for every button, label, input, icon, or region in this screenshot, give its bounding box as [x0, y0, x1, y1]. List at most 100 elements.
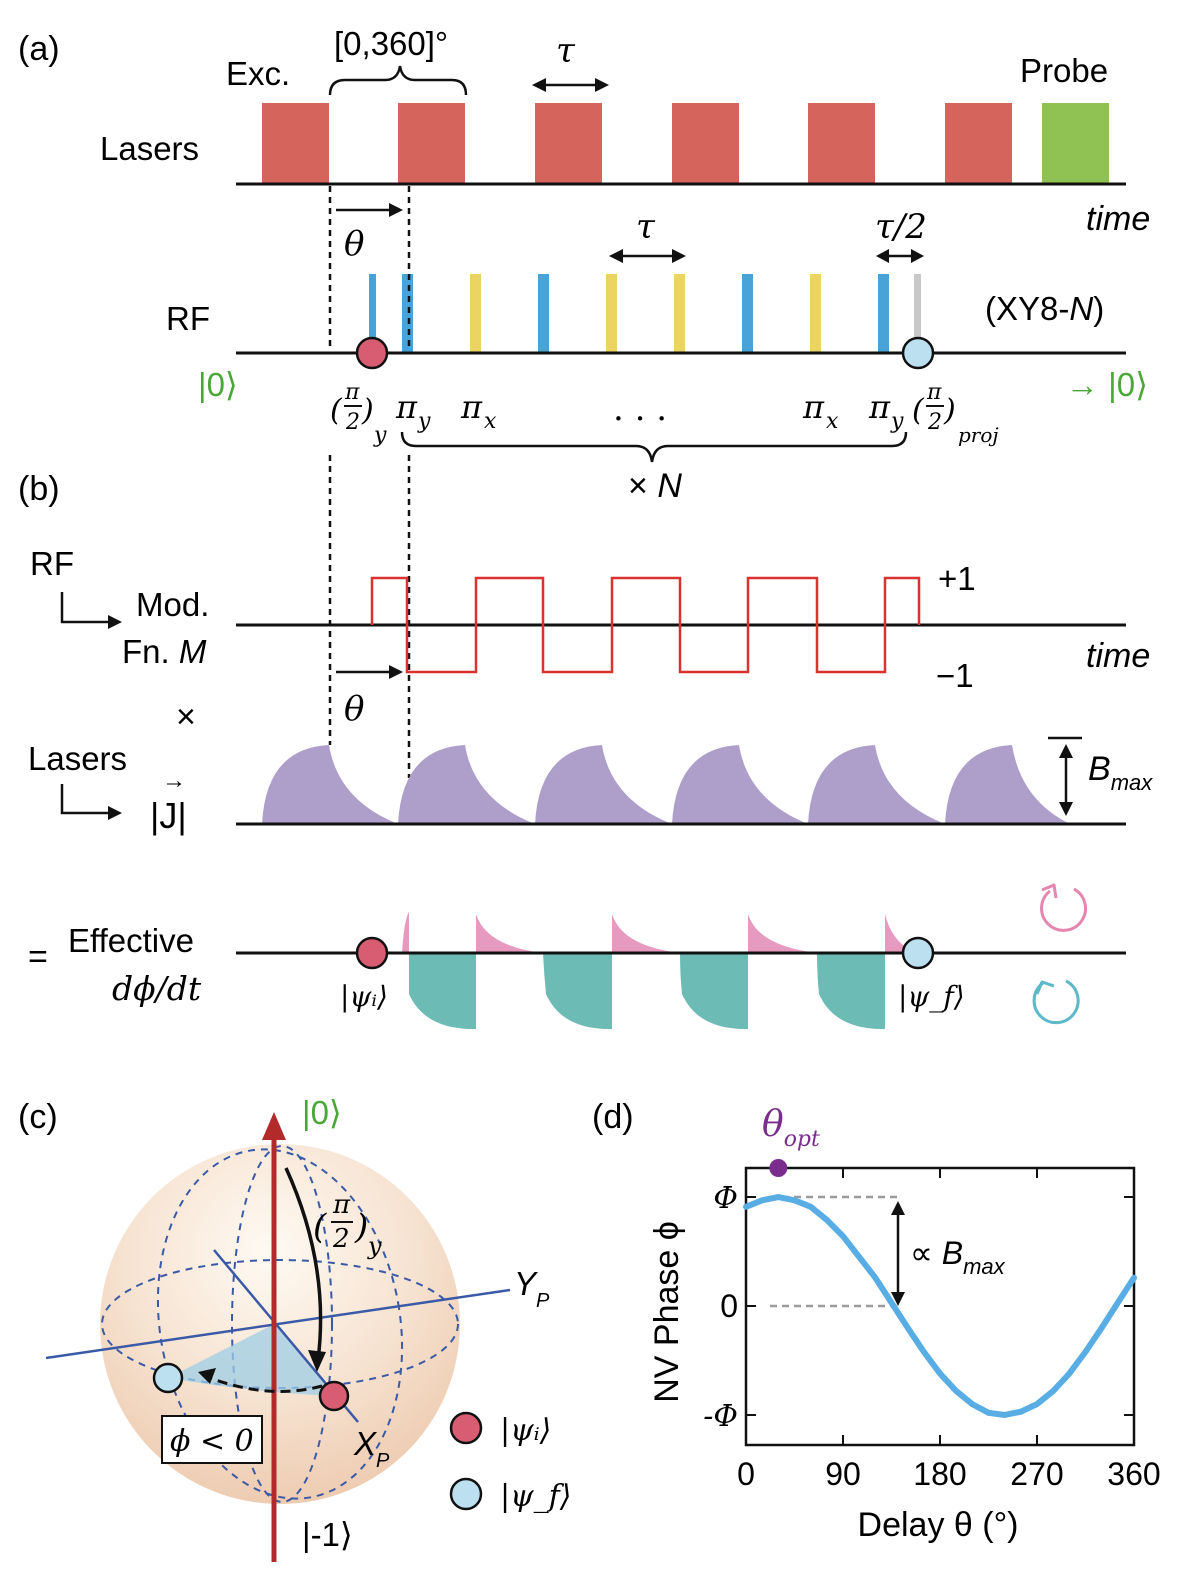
legend-psi-i-label: |ψᵢ⟩: [500, 1413, 551, 1448]
x-tick-label: 360: [1107, 1456, 1160, 1492]
tau-label-top: τ: [556, 31, 576, 71]
legend-psi-f-swatch: [449, 1477, 483, 1511]
phi-lt0-label: ϕ < 0: [170, 1424, 254, 1459]
y-tick-label: 0: [720, 1288, 738, 1324]
rf-pulse-half: [369, 274, 376, 353]
laser-intensity-pulse: [808, 745, 945, 824]
effective-label: Effective: [68, 922, 194, 959]
svg-text:2: 2: [345, 410, 360, 435]
mod-label: Mod.: [136, 586, 209, 623]
psi-f-marker-c: [152, 1362, 184, 1394]
x-tick-labels: 0 90 180 270 360: [737, 1456, 1161, 1492]
svg-text:y: y: [373, 423, 387, 448]
svg-text:y: y: [417, 409, 431, 434]
plot-reference-lines: [770, 1195, 898, 1308]
panel-a-label: (a): [18, 30, 60, 68]
rf-pulses: [369, 274, 921, 353]
rf-pulse-pi-y: [402, 274, 413, 353]
theta-arrow-a: [336, 203, 403, 217]
x-tick-label: 270: [1010, 1456, 1063, 1492]
pi-y-label: π: [395, 388, 418, 426]
laser-intensity-pulse: [535, 745, 672, 824]
rf-pulse: [606, 274, 617, 353]
x-tick-label: 0: [737, 1456, 755, 1492]
y-axis-label: NV Phase ϕ: [648, 1221, 686, 1403]
pi-y-label-end: π: [868, 388, 891, 426]
rotation-arc: [284, 1167, 323, 1361]
yp-axis: [45, 1288, 511, 1360]
rf-pulse: [878, 274, 889, 353]
svg-text:): ): [361, 393, 374, 428]
ket0-left: |0⟩: [198, 366, 238, 403]
plot-frame: [744, 1166, 1136, 1447]
psi-i-marker-c: [318, 1380, 350, 1412]
effective-negative: [409, 953, 885, 1030]
probe-label: Probe: [1020, 52, 1108, 89]
svg-text:2: 2: [332, 1224, 350, 1254]
plus1-label: +1: [938, 560, 976, 597]
times-n-label: × N: [628, 467, 682, 505]
theta-label-a: θ: [344, 224, 364, 264]
svg-text:(: (: [313, 1207, 327, 1247]
lasers-label-b: Lasers: [28, 740, 127, 777]
lasers-label: Lasers: [100, 130, 199, 167]
rf-pulse-proj: [914, 274, 921, 353]
laser-intensity-pulse: [672, 745, 808, 824]
rf-pulse: [810, 274, 821, 353]
probe-pulse: [1042, 103, 1109, 184]
laser-pulse: [945, 103, 1012, 184]
psi-f-marker-b: [901, 936, 935, 970]
seq-label: (XY8-N): [985, 290, 1104, 327]
x-tick-label: 90: [825, 1456, 861, 1492]
half-pi-proj-label: (: [912, 393, 925, 428]
repeat-brace: [400, 431, 908, 463]
panel-c: (c) |0⟩ |-1⟩ YP XP ( π 2 ) y ϕ < 0 |ψᵢ⟩: [18, 1094, 571, 1562]
yp-label: YP: [514, 1265, 550, 1312]
bmax-label-b: Bmax: [1088, 750, 1153, 795]
effective-positive: [402, 912, 919, 953]
laser-pulse: [672, 103, 739, 184]
phi-box: [161, 1415, 263, 1464]
psi-i-marker-a: [355, 336, 389, 370]
pi-x-label: π: [460, 388, 483, 426]
tau-arrow-mid: [609, 249, 686, 263]
phase-arc: [209, 1376, 323, 1393]
exc-label: Exc.: [226, 55, 290, 92]
mod-function-line: [370, 576, 921, 674]
half-pi-y-label: (: [330, 393, 343, 428]
laser-intensity-pulse: [945, 745, 1070, 824]
panel-b: (b) RF Mod. Fn. M +1 −1 time θ × Lasers …: [18, 470, 1153, 1030]
bmax-indicator: [1048, 736, 1082, 816]
svg-text:π: π: [344, 380, 360, 405]
laser-intensity-shapes: [262, 745, 1070, 824]
laser-intensity-pulse: [398, 745, 535, 824]
laser-pulse: [808, 103, 875, 184]
pulse-labels: ( π 2 ) y π y π x . . . π x π y ( π 2 ) …: [330, 380, 999, 448]
dots-label: . . .: [613, 389, 667, 429]
pi-x-label-end: π: [802, 388, 825, 426]
plot-ticks: [745, 1168, 1135, 1445]
panel-d-label: (d): [592, 1098, 634, 1136]
svg-text:π: π: [332, 1190, 351, 1220]
psi-f-marker-a: [901, 336, 935, 370]
j-vector-arrow: →: [162, 767, 186, 794]
theta-arrow-b: [336, 665, 403, 679]
x-tick-label: 180: [913, 1456, 966, 1492]
fn-label: Fn. M: [122, 633, 207, 670]
minus1-label: −1: [936, 657, 974, 694]
xp-label: XP: [353, 1425, 390, 1472]
time-label-b: time: [1086, 637, 1150, 675]
laser-intensity-pulse: [262, 745, 398, 824]
phase-arc-head: [198, 1368, 216, 1384]
rf-label-a: RF: [166, 300, 210, 337]
rf-pulse: [674, 274, 685, 353]
legend-psi-i-swatch: [449, 1411, 483, 1445]
ket0-right: → |0⟩: [1066, 366, 1148, 403]
svg-text:): ): [354, 1207, 368, 1247]
equals-label: =: [28, 938, 48, 976]
tau-half-arrow: [876, 249, 924, 263]
panel-b-label: (b): [18, 470, 60, 508]
theta-label-b: θ: [344, 689, 364, 729]
